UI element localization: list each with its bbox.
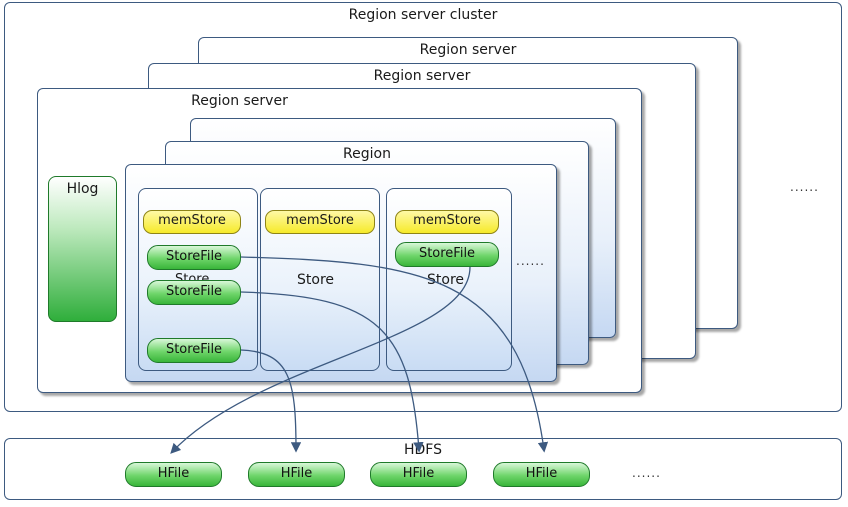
region-server-title: Region server bbox=[373, 68, 471, 84]
arrow bbox=[240, 256, 549, 453]
storefile: StoreFile bbox=[147, 245, 241, 270]
storefile: StoreFile bbox=[147, 280, 241, 305]
hfile: HFile bbox=[248, 462, 345, 487]
storefile: StoreFile bbox=[395, 242, 499, 267]
hfile: HFile bbox=[125, 462, 222, 487]
hfile: HFile bbox=[493, 462, 590, 487]
region-title: Region bbox=[343, 146, 391, 162]
hfile-ellipsis: ...... bbox=[632, 466, 661, 480]
store-label: Store bbox=[297, 272, 335, 288]
cluster-ellipsis: ...... bbox=[790, 180, 819, 194]
arrow bbox=[170, 266, 471, 454]
store-label: Store bbox=[427, 272, 465, 288]
memstore: memStore bbox=[395, 210, 499, 234]
store-ellipsis: ...... bbox=[516, 254, 545, 268]
cluster-title: Region server cluster bbox=[348, 7, 498, 23]
hlog: Hlog bbox=[48, 176, 117, 322]
hlog-label: Hlog bbox=[66, 181, 99, 197]
storefile: StoreFile bbox=[147, 338, 241, 363]
memstore: memStore bbox=[265, 210, 375, 234]
hfile: HFile bbox=[370, 462, 467, 487]
memstore: memStore bbox=[143, 210, 241, 234]
region-server-title: Region server bbox=[191, 93, 288, 109]
arrow bbox=[240, 349, 302, 453]
region-server-title: Region server bbox=[419, 42, 517, 58]
arrow bbox=[240, 291, 424, 453]
